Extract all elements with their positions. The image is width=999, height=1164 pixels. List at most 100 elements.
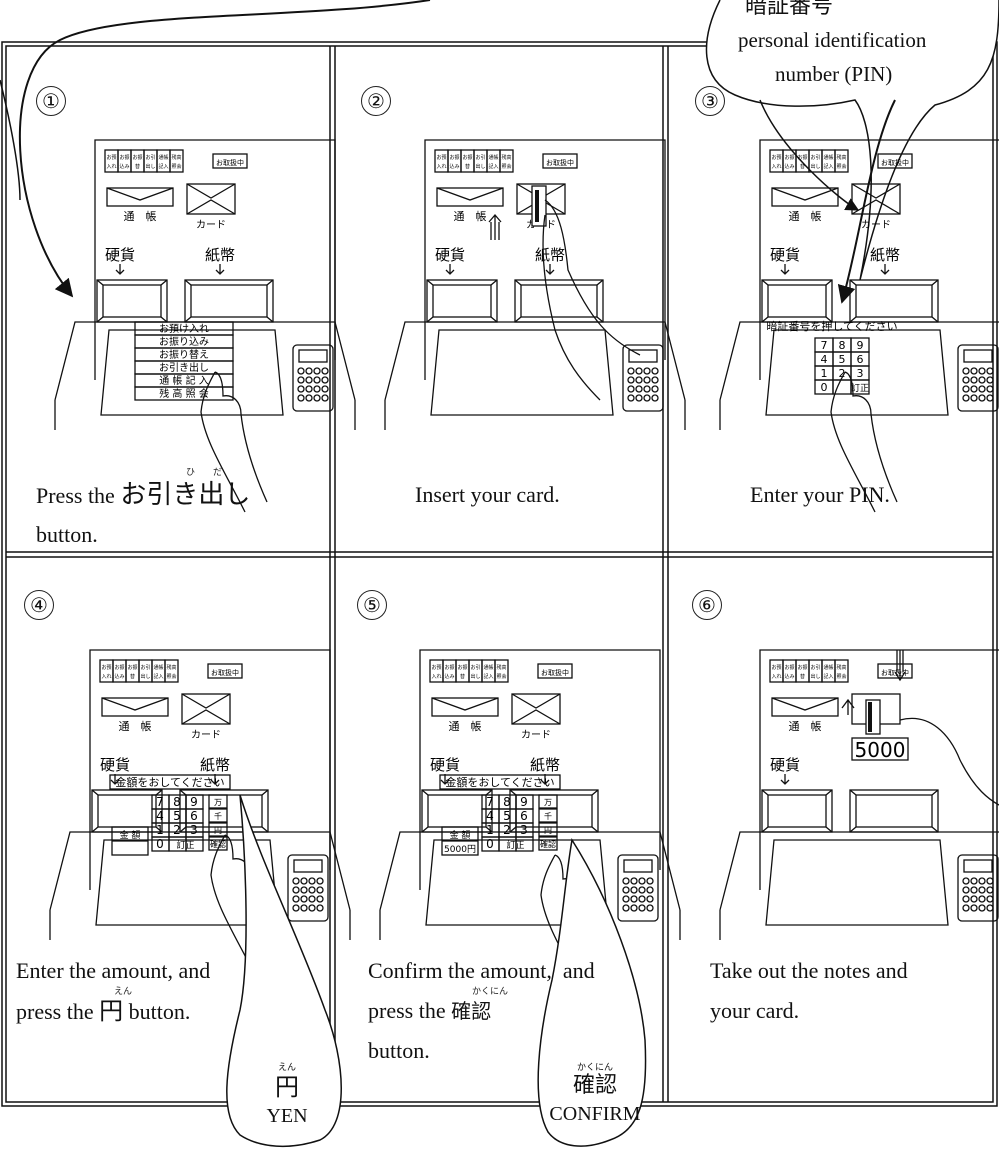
svg-text:お預: お預 [771, 664, 781, 671]
svg-text:1: 1 [486, 823, 494, 837]
svg-text:通 帳: 通 帳 [119, 719, 152, 733]
svg-text:5: 5 [839, 353, 846, 366]
svg-text:訂正: 訂正 [851, 382, 869, 394]
svg-text:硬貨: 硬貨 [770, 756, 800, 774]
svg-text:5: 5 [173, 809, 181, 823]
svg-text:1: 1 [156, 823, 164, 837]
svg-text:お振り替え: お振り替え [159, 348, 209, 361]
svg-text:金 額: 金 額 [120, 829, 141, 841]
svg-text:記入: 記入 [488, 163, 498, 170]
svg-text:通 帳: 通 帳 [789, 719, 822, 733]
svg-text:お引き出し: お引き出し [159, 361, 209, 374]
svg-text:お預: お預 [771, 154, 781, 161]
svg-text:お引: お引 [810, 664, 820, 671]
svg-text:替: 替 [800, 673, 805, 680]
step-4-number: ④ [24, 590, 54, 620]
svg-text:紙幣: 紙幣 [870, 246, 900, 264]
svg-text:9: 9 [190, 795, 198, 809]
svg-text:記入: 記入 [483, 673, 493, 680]
step-4-caption-pre: press the [16, 999, 99, 1024]
svg-text:通 帳 記 入: 通 帳 記 入 [159, 374, 209, 387]
svg-text:お振: お振 [444, 664, 454, 671]
svg-text:5000円: 5000円 [444, 844, 476, 855]
svg-text:カード: カード [196, 219, 226, 231]
svg-text:照会: 照会 [501, 163, 511, 170]
svg-text:5000: 5000 [855, 738, 906, 762]
step-3-caption: Enter your PIN. [750, 474, 890, 516]
svg-text:紙幣: 紙幣 [535, 246, 565, 264]
svg-text:出し: 出し [475, 163, 485, 170]
svg-text:カード: カード [861, 219, 891, 231]
svg-text:お振: お振 [127, 664, 137, 671]
svg-text:通帳: 通帳 [823, 664, 833, 671]
step-1-caption-pre: Press the [36, 483, 120, 508]
svg-text:確認: 確認 [540, 839, 556, 849]
svg-text:お振: お振 [784, 664, 794, 671]
svg-text:8: 8 [503, 795, 511, 809]
svg-text:お振: お振 [449, 154, 459, 161]
svg-text:入れ: 入れ [106, 164, 116, 170]
svg-text:円: 円 [544, 826, 552, 835]
svg-text:9: 9 [520, 795, 528, 809]
svg-text:3: 3 [190, 823, 198, 837]
step-2-caption: Insert your card. [415, 474, 560, 516]
step-1-caption: Press the お引き出し [36, 474, 250, 517]
svg-text:2: 2 [173, 823, 181, 837]
svg-text:出し: 出し [140, 673, 150, 680]
svg-text:記入: 記入 [153, 673, 163, 680]
svg-text:お振: お振 [114, 664, 124, 671]
svg-text:入れ: 入れ [771, 674, 781, 680]
svg-text:記入: 記入 [823, 163, 833, 170]
svg-text:お振: お振 [797, 154, 807, 161]
svg-text:硬貨: 硬貨 [105, 246, 135, 264]
svg-text:千: 千 [544, 811, 552, 821]
svg-text:込み: 込み [119, 163, 129, 170]
svg-text:千: 千 [214, 811, 222, 821]
svg-text:カード: カード [521, 729, 551, 741]
svg-text:お預け入れ: お預け入れ [159, 323, 209, 335]
svg-text:訂正: 訂正 [176, 839, 194, 851]
svg-text:残高: 残高 [836, 154, 846, 161]
svg-text:4: 4 [821, 353, 828, 366]
step-5-caption-jp: 確認 [451, 999, 491, 1023]
svg-text:紙幣: 紙幣 [200, 756, 230, 774]
svg-text:残高: 残高 [496, 664, 506, 671]
confirm-bubble-en: CONFIRM [540, 1099, 650, 1129]
svg-text:照会: 照会 [166, 673, 176, 680]
step-3-number: ③ [695, 86, 725, 116]
svg-text:6: 6 [857, 353, 864, 366]
svg-text:お取扱中: お取扱中 [546, 158, 574, 167]
svg-text:お取扱中: お取扱中 [881, 158, 909, 167]
pin-bubble-en-line2: number (PIN) [775, 62, 892, 87]
svg-text:金額をおしてください: 金額をおしてください [115, 775, 224, 789]
svg-text:4: 4 [156, 809, 164, 823]
svg-text:込み: 込み [784, 163, 794, 170]
svg-text:6: 6 [190, 809, 198, 823]
svg-text:0: 0 [486, 837, 494, 851]
pin-bubble-jp: 暗証番号 [745, 0, 833, 20]
step-2-number: ② [361, 86, 391, 116]
hand-inserting-card [489, 186, 640, 400]
confirm-bubble-furigana: かくにん [540, 1060, 650, 1073]
svg-text:3: 3 [857, 367, 864, 380]
svg-text:カード: カード [191, 729, 221, 741]
svg-text:5: 5 [503, 809, 511, 823]
svg-text:硬貨: 硬貨 [430, 756, 460, 774]
svg-text:入れ: 入れ [431, 674, 441, 680]
panel-grid [6, 46, 993, 1102]
svg-text:お引: お引 [810, 154, 820, 161]
svg-text:万: 万 [544, 798, 552, 807]
pin-bubble-en-line1: personal identification [738, 28, 926, 53]
svg-text:4: 4 [486, 809, 494, 823]
svg-text:お引: お引 [475, 154, 485, 161]
svg-text:通帳: 通帳 [483, 664, 493, 671]
svg-text:込み: 込み [444, 673, 454, 680]
svg-text:お取扱中: お取扱中 [541, 668, 569, 677]
svg-text:残高: 残高 [501, 154, 511, 161]
svg-text:お振: お振 [462, 154, 472, 161]
step-6-number: ⑥ [692, 590, 722, 620]
svg-text:お預: お預 [431, 664, 441, 671]
